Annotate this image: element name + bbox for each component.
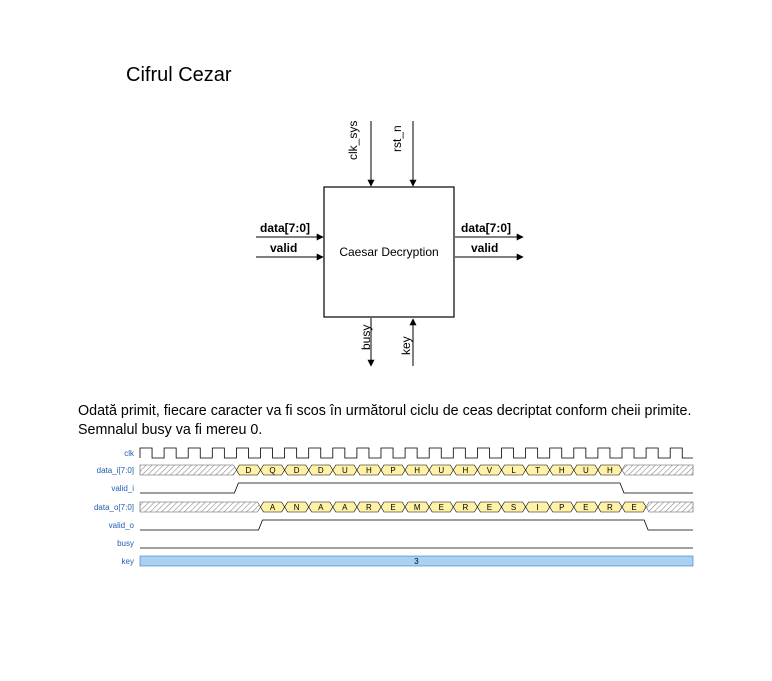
data-i-value: H (607, 466, 613, 475)
key-value: 3 (414, 557, 419, 566)
data-i-segment (356, 464, 382, 476)
module-box (323, 186, 455, 318)
data-i-undefined-start (139, 464, 237, 476)
data-o-segment (597, 501, 623, 513)
page-title: Cifrul Cezar (126, 64, 232, 86)
data-i-value: T (535, 466, 540, 475)
data-o-value: R (462, 503, 468, 512)
data-i-segment (573, 464, 599, 476)
data-i-segment (477, 464, 502, 476)
data-o-value: S (511, 503, 516, 512)
module-name: Caesar Decryption (339, 245, 438, 259)
valid-out-label: valid (471, 241, 498, 255)
data-o-segment (501, 501, 526, 513)
data-o-value: E (487, 503, 492, 512)
data-i-value: L (511, 466, 516, 475)
key-bus (139, 555, 694, 567)
data-i-value: U (342, 466, 348, 475)
data-i-value: U (583, 466, 589, 475)
data-i-value: V (487, 466, 493, 475)
clk-sys-label: clk_sys (346, 121, 360, 160)
data-o-segment (404, 501, 430, 513)
data-i-segment (525, 464, 551, 476)
data-i-segment (308, 464, 334, 476)
data-o-value: R (607, 503, 613, 512)
data-i-value: D (294, 466, 300, 475)
data-i-undefined-end (621, 464, 694, 476)
data-in-label: data[7:0] (260, 221, 310, 235)
clk-waveform (139, 447, 693, 459)
signal-label-clk: clk (124, 449, 135, 458)
data-i-value: Q (269, 466, 275, 475)
data-o-value: P (559, 503, 564, 512)
data-o-segment (549, 501, 575, 513)
data-i-value: H (366, 466, 372, 475)
data-i-value: H (462, 466, 468, 475)
signal-label-data-i: data_i[7:0] (97, 466, 134, 475)
busy-label: busy (359, 325, 373, 350)
data-i-segment (404, 464, 430, 476)
data-i-segment (332, 464, 358, 476)
data-i-segment (452, 464, 478, 476)
data-out-label: data[7:0] (461, 221, 511, 235)
signal-label-key: key (122, 557, 134, 566)
data-o-segment (477, 501, 502, 513)
rst-n-label: rst_n (390, 125, 404, 152)
data-i-segment (549, 464, 575, 476)
data-i-segment (428, 464, 454, 476)
data-o-segment (452, 501, 478, 513)
description-text: Odată primit, fiecare caracter va fi sco… (78, 403, 692, 438)
key-label: key (399, 336, 413, 355)
data-i-segment (260, 464, 285, 476)
data-o-segment (284, 501, 310, 513)
data-o-value: E (390, 503, 395, 512)
data-o-undefined-start (139, 501, 261, 513)
valid-o-waveform (140, 519, 693, 531)
data-i-value: D (246, 466, 252, 475)
data-o-value: A (318, 503, 324, 512)
data-o-segment (332, 501, 358, 513)
data-o-value: A (342, 503, 348, 512)
valid-in-label: valid (270, 241, 297, 255)
data-o-undefined-end (645, 501, 694, 513)
data-i-value: H (559, 466, 565, 475)
data-i-segment (236, 464, 261, 476)
data-o-value: I (537, 503, 539, 512)
signal-label-data-o: data_o[7:0] (94, 503, 134, 512)
valid-i-waveform (140, 482, 693, 494)
data-o-value: E (439, 503, 444, 512)
data-i-value: U (438, 466, 444, 475)
data-o-segment (380, 501, 406, 513)
data-o-value: M (414, 503, 421, 512)
data-o-segment (260, 501, 285, 513)
data-o-segment (308, 501, 334, 513)
data-o-segment (573, 501, 599, 513)
data-o-value: N (294, 503, 300, 512)
data-o-value: E (631, 503, 636, 512)
data-o-segment (525, 501, 551, 513)
data-i-segment (380, 464, 406, 476)
data-i-value: P (390, 466, 395, 475)
data-i-segment (501, 464, 526, 476)
data-i-value: H (414, 466, 420, 475)
data-i-value: D (318, 466, 324, 475)
signal-label-valid-i: valid_i (111, 484, 134, 493)
signal-label-busy: busy (117, 539, 134, 548)
data-o-segment (356, 501, 382, 513)
data-o-value: A (270, 503, 276, 512)
block-diagram: Caesar Decryption data[7:0] valid data[7… (256, 121, 524, 367)
data-i-segment (597, 464, 623, 476)
data-o-value: E (583, 503, 588, 512)
signal-label-valid-o: valid_o (109, 521, 135, 530)
data-o-segment (621, 501, 647, 513)
data-i-segment (284, 464, 310, 476)
data-o-value: R (366, 503, 372, 512)
data-o-segment (428, 501, 454, 513)
